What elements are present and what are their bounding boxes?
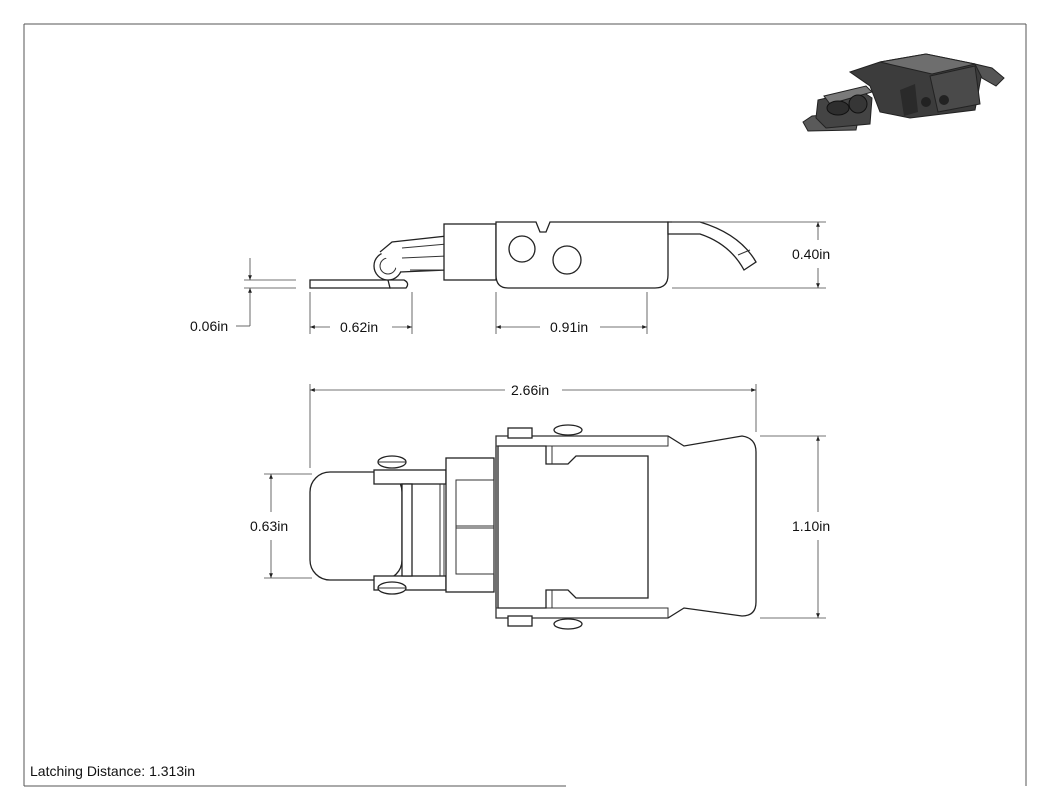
- dim-hook-width: 0.63in: [250, 518, 288, 534]
- top-view: [309, 424, 757, 630]
- dim-hook-length: 0.62in: [340, 319, 378, 335]
- dim-overall-length: 2.66in: [511, 382, 549, 398]
- dim-overall-width: 1.10in: [792, 518, 830, 534]
- latching-distance-note: Latching Distance: 1.313in: [30, 763, 195, 779]
- dim-side-height: 0.40in: [792, 246, 830, 262]
- dim-plate-length: 0.91in: [550, 319, 588, 335]
- side-view: [309, 221, 757, 289]
- side-view-dimensions: 0.06in 0.62in 0.91in 0.40in: [190, 221, 830, 335]
- top-view-dimensions: 2.66in 0.63in 1.10in: [250, 382, 830, 619]
- drawing-frame: [23, 23, 1027, 787]
- dim-thickness: 0.06in: [190, 318, 228, 334]
- isometric-view: [802, 53, 1005, 132]
